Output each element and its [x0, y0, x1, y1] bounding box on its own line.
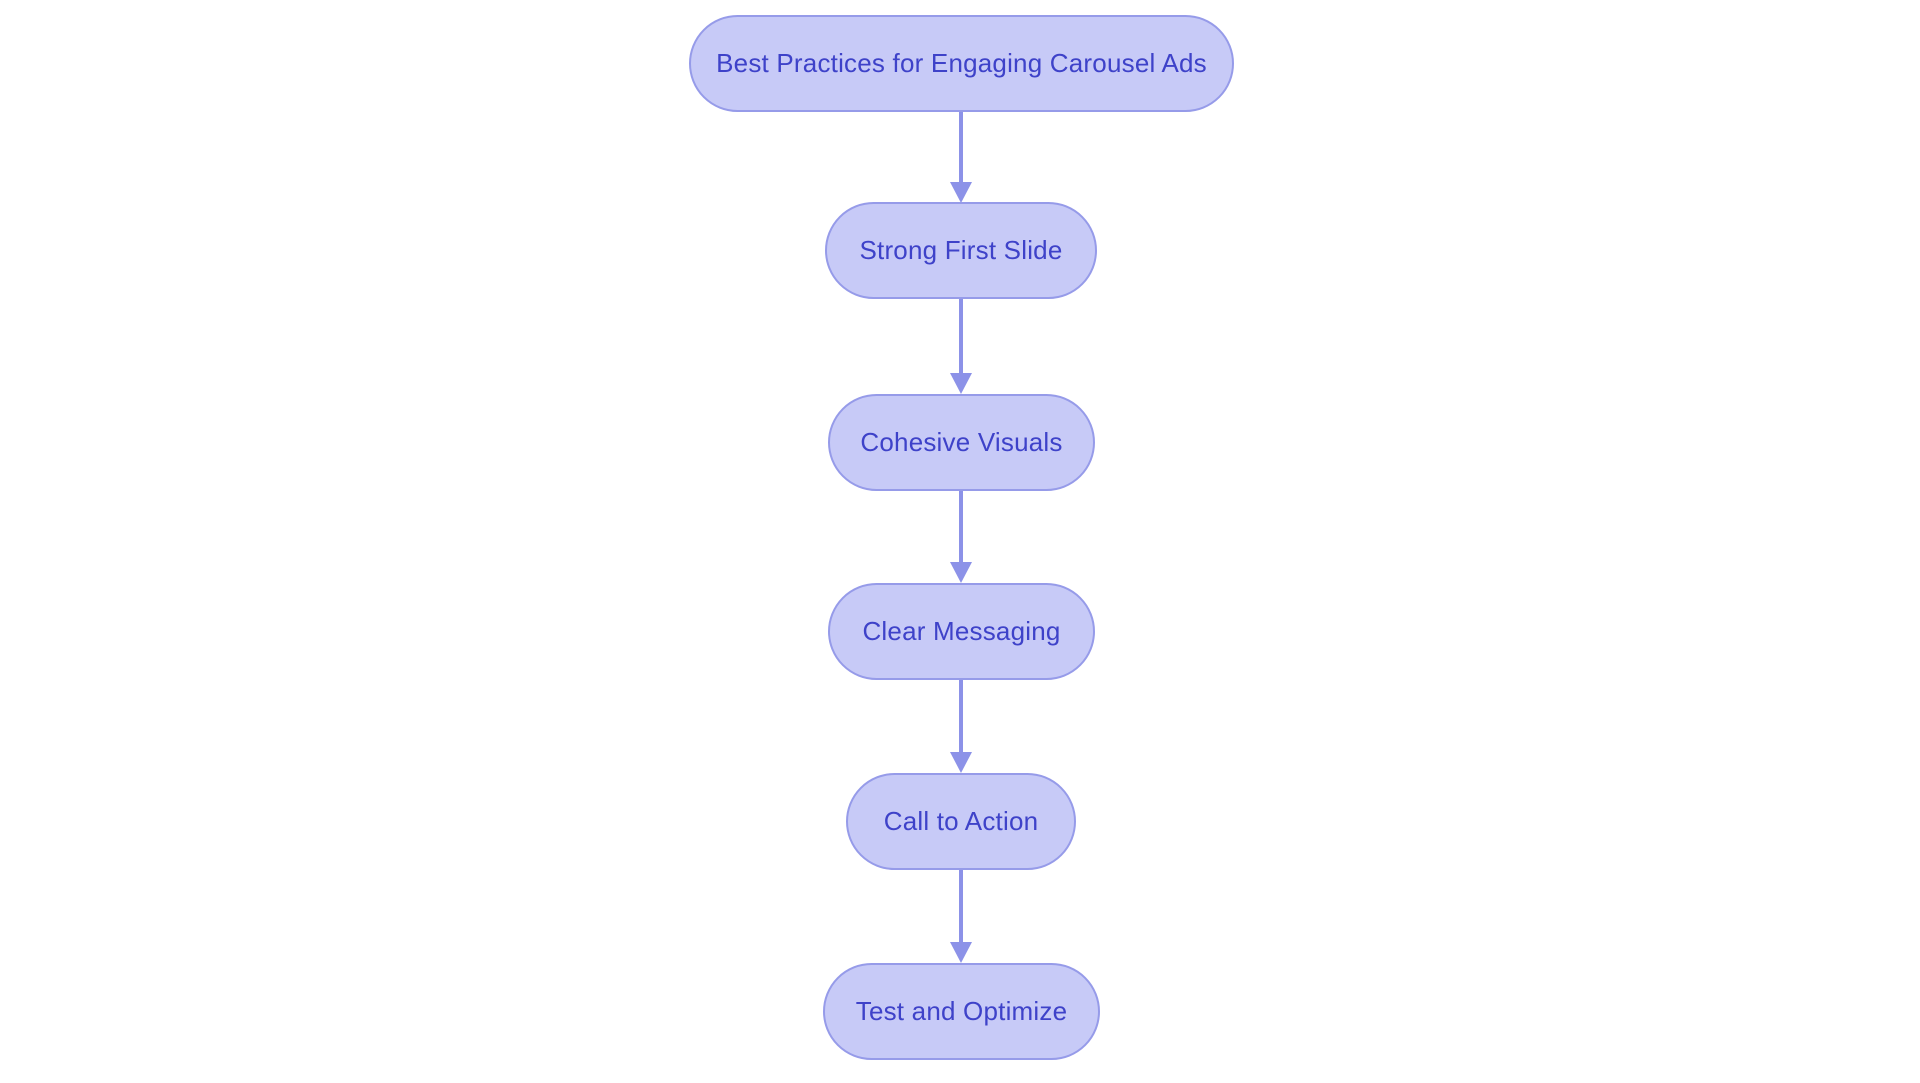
- arrow-n1-n2: [950, 112, 972, 203]
- flow-node-test-and-optimize: Test and Optimize: [823, 963, 1100, 1060]
- flow-node-cohesive-visuals: Cohesive Visuals: [828, 394, 1095, 491]
- flow-node-strong-first-slide: Strong First Slide: [825, 202, 1097, 299]
- flow-node-best-practices: Best Practices for Engaging Carousel Ads: [689, 15, 1234, 112]
- arrow-n4-n5: [950, 680, 972, 773]
- flow-node-clear-messaging: Clear Messaging: [828, 583, 1095, 680]
- arrow-n3-n4: [950, 491, 972, 583]
- flow-node-label: Clear Messaging: [862, 616, 1061, 646]
- flow-node-label: Call to Action: [883, 806, 1039, 836]
- flow-node-label: Cohesive Visuals: [860, 427, 1063, 457]
- flow-node-call-to-action: Call to Action: [846, 773, 1076, 870]
- arrow-n2-n3: [950, 299, 972, 394]
- flow-node-label: Strong First Slide: [859, 235, 1063, 265]
- flow-node-label: Best Practices for Engaging Carousel Ads: [716, 48, 1207, 78]
- arrow-n5-n6: [950, 870, 972, 963]
- flow-node-label: Test and Optimize: [855, 996, 1068, 1026]
